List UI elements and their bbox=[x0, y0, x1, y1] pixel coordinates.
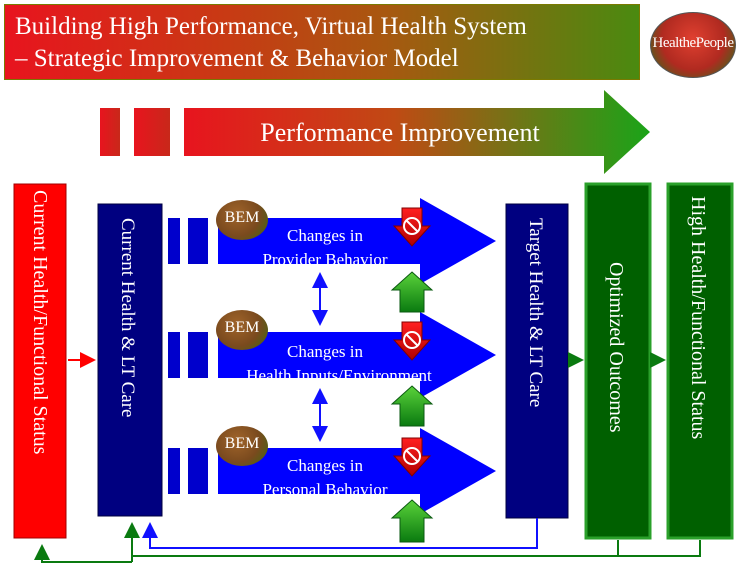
title-banner: Building High Performance, Virtual Healt… bbox=[4, 4, 640, 80]
feedback-loops bbox=[34, 518, 701, 563]
barrier-arrows bbox=[392, 207, 432, 477]
bem-label: BEM bbox=[224, 209, 260, 226]
logo-text: HealthePeople bbox=[652, 35, 734, 51]
high-status-box bbox=[666, 182, 734, 540]
change-personal-line2: Personal Behavior bbox=[262, 480, 388, 499]
bem-badge: BEM bbox=[216, 426, 268, 466]
optimized-outcomes-box bbox=[584, 182, 652, 540]
optimized-outcomes-label: Optimized Outcomes bbox=[605, 262, 627, 433]
health-e-people-logo: HealthePeople bbox=[650, 12, 736, 78]
change-environment-line2: Health Inputs/Environment bbox=[246, 366, 432, 385]
performance-improvement-arrow bbox=[100, 90, 650, 174]
enabler-arrows bbox=[390, 271, 434, 543]
target-care-box bbox=[505, 203, 569, 519]
current-status-label: Current Health/Functional Status bbox=[29, 190, 51, 455]
title-line-2: – Strategic Improvement & Behavior Model bbox=[15, 45, 459, 72]
current-care-label: Current Health & LT Care bbox=[117, 218, 138, 418]
change-provider-line2: Provider Behavior bbox=[262, 250, 388, 269]
performance-improvement-label: Performance Improvement bbox=[260, 118, 540, 147]
bem-label: BEM bbox=[224, 435, 260, 452]
change-arrows bbox=[218, 198, 496, 514]
current-care-box bbox=[97, 203, 163, 517]
bem-label: BEM bbox=[224, 319, 260, 336]
target-care-label: Target Health & LT Care bbox=[525, 218, 546, 408]
change-provider-line1: Changes in bbox=[286, 226, 364, 245]
current-status-box bbox=[13, 183, 67, 539]
bem-badge: BEM bbox=[216, 200, 268, 240]
title-line-1: Building High Performance, Virtual Healt… bbox=[15, 13, 527, 40]
bem-badge: BEM bbox=[216, 310, 268, 350]
high-status-label: High Health/Functional Status bbox=[687, 196, 709, 440]
row-connectors bbox=[168, 218, 208, 494]
change-personal-line1: Changes in bbox=[286, 456, 364, 475]
change-environment-line1: Changes in bbox=[286, 342, 364, 361]
